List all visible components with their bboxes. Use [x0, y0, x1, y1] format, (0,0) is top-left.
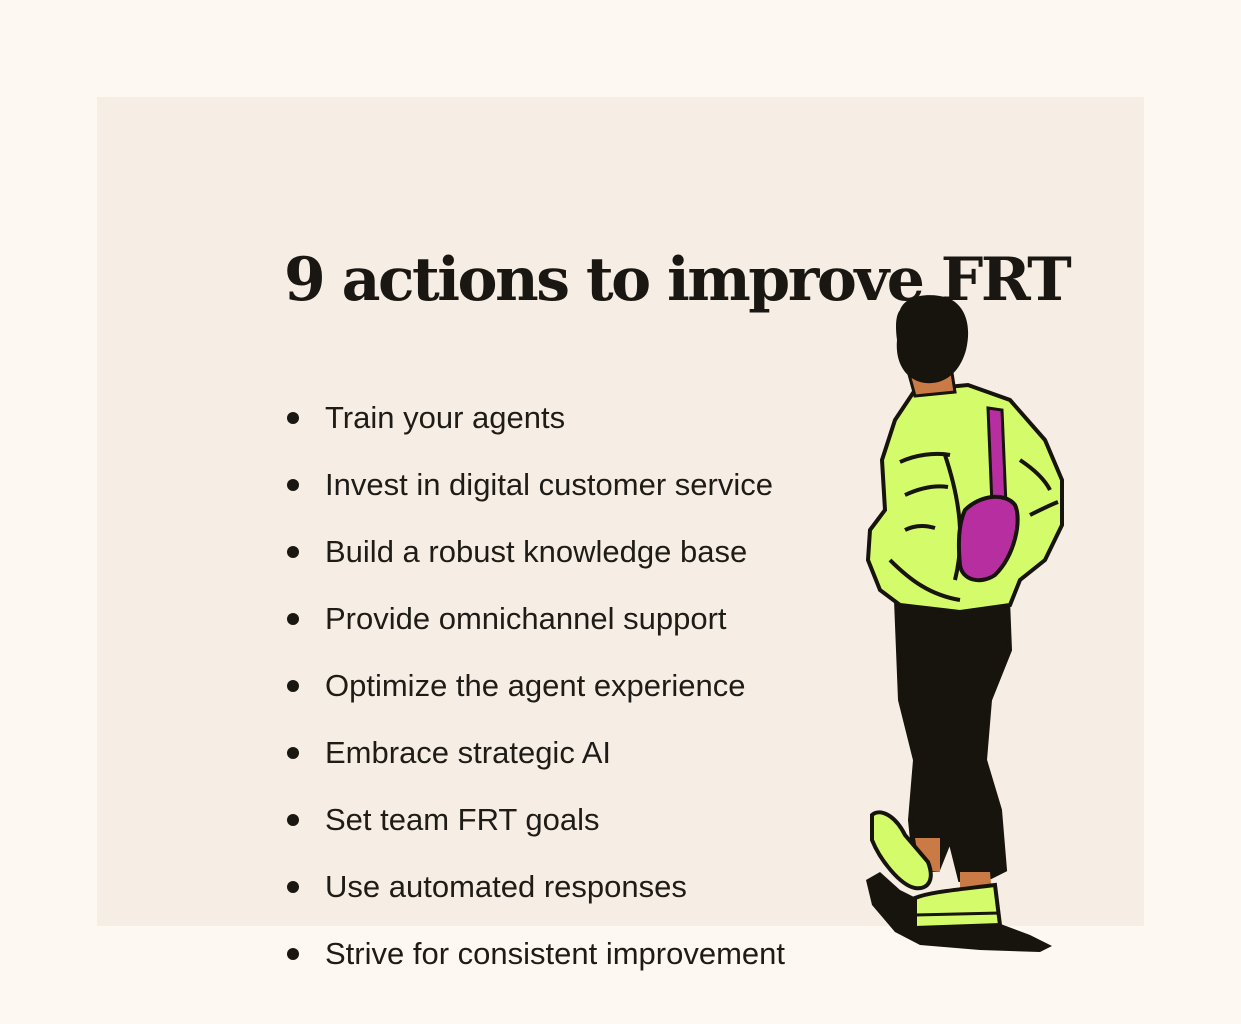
bullet-icon	[287, 411, 299, 424]
list-item: Train your agents	[284, 384, 785, 451]
bullet-icon	[287, 947, 299, 960]
bullet-icon	[287, 679, 299, 692]
list-item-label: Provide omnichannel support	[325, 600, 727, 636]
bullet-icon	[287, 813, 299, 826]
list-item: Invest in digital customer service	[284, 451, 785, 518]
list-item-label: Embrace strategic AI	[325, 734, 612, 770]
list-item-label: Build a robust knowledge base	[325, 533, 748, 569]
list-item-label: Optimize the agent experience	[325, 667, 746, 703]
list-item: Set team FRT goals	[284, 786, 785, 853]
bullet-icon	[287, 478, 299, 491]
list-item: Embrace strategic AI	[284, 719, 785, 786]
person-walking-illustration	[865, 295, 1064, 952]
list-item-label: Set team FRT goals	[325, 801, 600, 837]
list-item-label: Train your agents	[325, 399, 566, 435]
list-item: Strive for consistent improvement	[284, 920, 785, 987]
list-item: Optimize the agent experience	[284, 652, 785, 719]
list-item-label: Strive for consistent improvement	[325, 935, 786, 971]
list-item: Build a robust knowledge base	[284, 518, 785, 585]
bullet-icon	[287, 545, 299, 558]
bullet-icon	[287, 880, 299, 893]
bullet-icon	[287, 746, 299, 759]
list-item: Provide omnichannel support	[284, 585, 785, 652]
bullet-icon	[287, 612, 299, 625]
list-item: Use automated responses	[284, 853, 785, 920]
list-item-label: Use automated responses	[325, 868, 687, 904]
list-item-label: Invest in digital customer service	[325, 466, 773, 502]
actions-list: Train your agents Invest in digital cust…	[284, 384, 785, 987]
